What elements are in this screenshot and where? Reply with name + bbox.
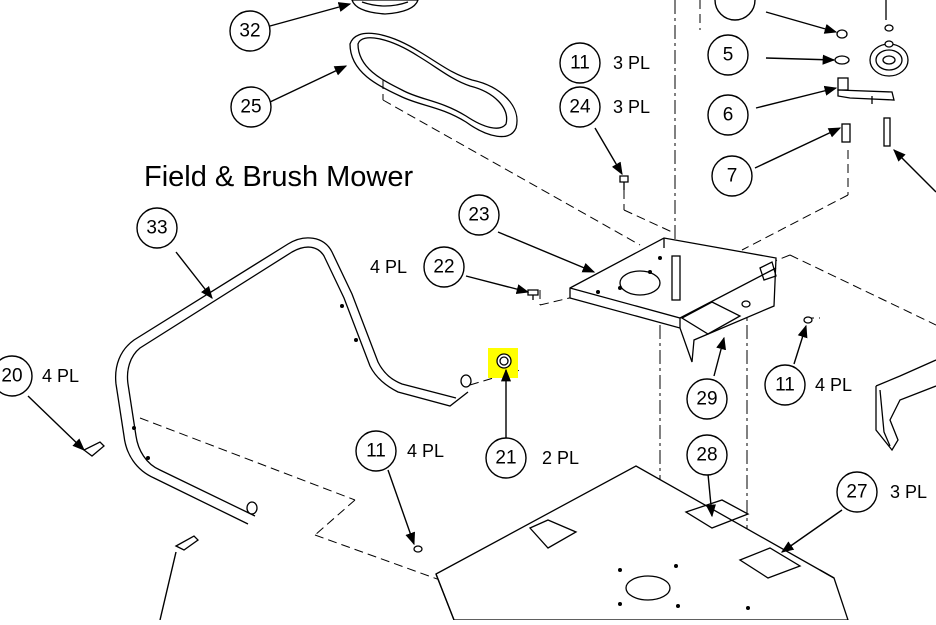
callout-22-4pl: 22 4 PL xyxy=(370,246,465,288)
callout-11-4pl-left: 11 4 PL xyxy=(355,430,444,472)
callout-25: 25 xyxy=(230,86,272,128)
callout-number: 5 xyxy=(723,45,734,66)
guard-tube-part-33 xyxy=(114,237,472,525)
bolts xyxy=(82,175,813,553)
leader-lines xyxy=(27,2,936,621)
diagram-title: Field & Brush Mower xyxy=(144,161,413,193)
callout-number: 32 xyxy=(239,21,260,42)
callout-28: 28 xyxy=(686,434,728,476)
callout-quantity: 3 PL xyxy=(613,53,650,73)
callout-number: 29 xyxy=(696,389,717,410)
deck-edge-right xyxy=(875,359,936,452)
callout-number: 7 xyxy=(727,166,738,187)
callout-number: 11 xyxy=(775,375,795,396)
callout-33: 33 xyxy=(136,207,178,249)
callout-quantity: 4 PL xyxy=(370,257,407,277)
callout-number: 23 xyxy=(468,205,489,226)
callout-11-4pl-right: 11 4 PL xyxy=(764,364,852,406)
callout-20-4pl: 20 4 PL xyxy=(0,355,79,397)
bushing-part-21 xyxy=(488,348,518,378)
callout-quantity: 3 PL xyxy=(613,97,650,117)
bracket-part-23 xyxy=(569,237,777,363)
callout-number: 33 xyxy=(146,218,167,239)
callout-11-3pl: 11 3 PL xyxy=(559,42,650,84)
callout-number: 28 xyxy=(696,445,717,466)
callout-number: 27 xyxy=(846,482,867,503)
belt-part-25 xyxy=(349,32,518,138)
callout-number: 20 xyxy=(1,366,22,387)
callout-7: 7 xyxy=(711,155,753,197)
callout-quantity: 4 PL xyxy=(42,366,79,386)
callout-number: 11 xyxy=(366,441,386,462)
callout-partial-top-right xyxy=(714,0,756,21)
callout-number: 11 xyxy=(570,53,590,74)
mower-deck xyxy=(435,465,849,621)
callout-6: 6 xyxy=(707,94,749,136)
callout-number: 21 xyxy=(495,448,516,469)
callout-29: 29 xyxy=(686,378,728,420)
callout-quantity: 4 PL xyxy=(407,441,444,461)
callout-5: 5 xyxy=(707,34,749,76)
pulley-part-32 xyxy=(351,0,419,15)
callout-23: 23 xyxy=(458,194,500,236)
callout-21-2pl: 21 2 PL xyxy=(485,437,579,479)
callout-quantity: 2 PL xyxy=(542,448,579,468)
callout-number: 25 xyxy=(240,97,261,118)
callout-quantity: 3 PL xyxy=(890,482,927,502)
callout-27-3pl: 27 3 PL xyxy=(836,471,927,513)
idler-hardware xyxy=(834,0,909,147)
callout-quantity: 4 PL xyxy=(815,375,852,395)
callout-32: 32 xyxy=(229,10,271,52)
callout-number: 22 xyxy=(433,257,454,278)
callout-number: 6 xyxy=(723,105,734,126)
callout-number: 24 xyxy=(569,97,591,118)
callout-24-3pl: 24 3 PL xyxy=(559,86,650,128)
